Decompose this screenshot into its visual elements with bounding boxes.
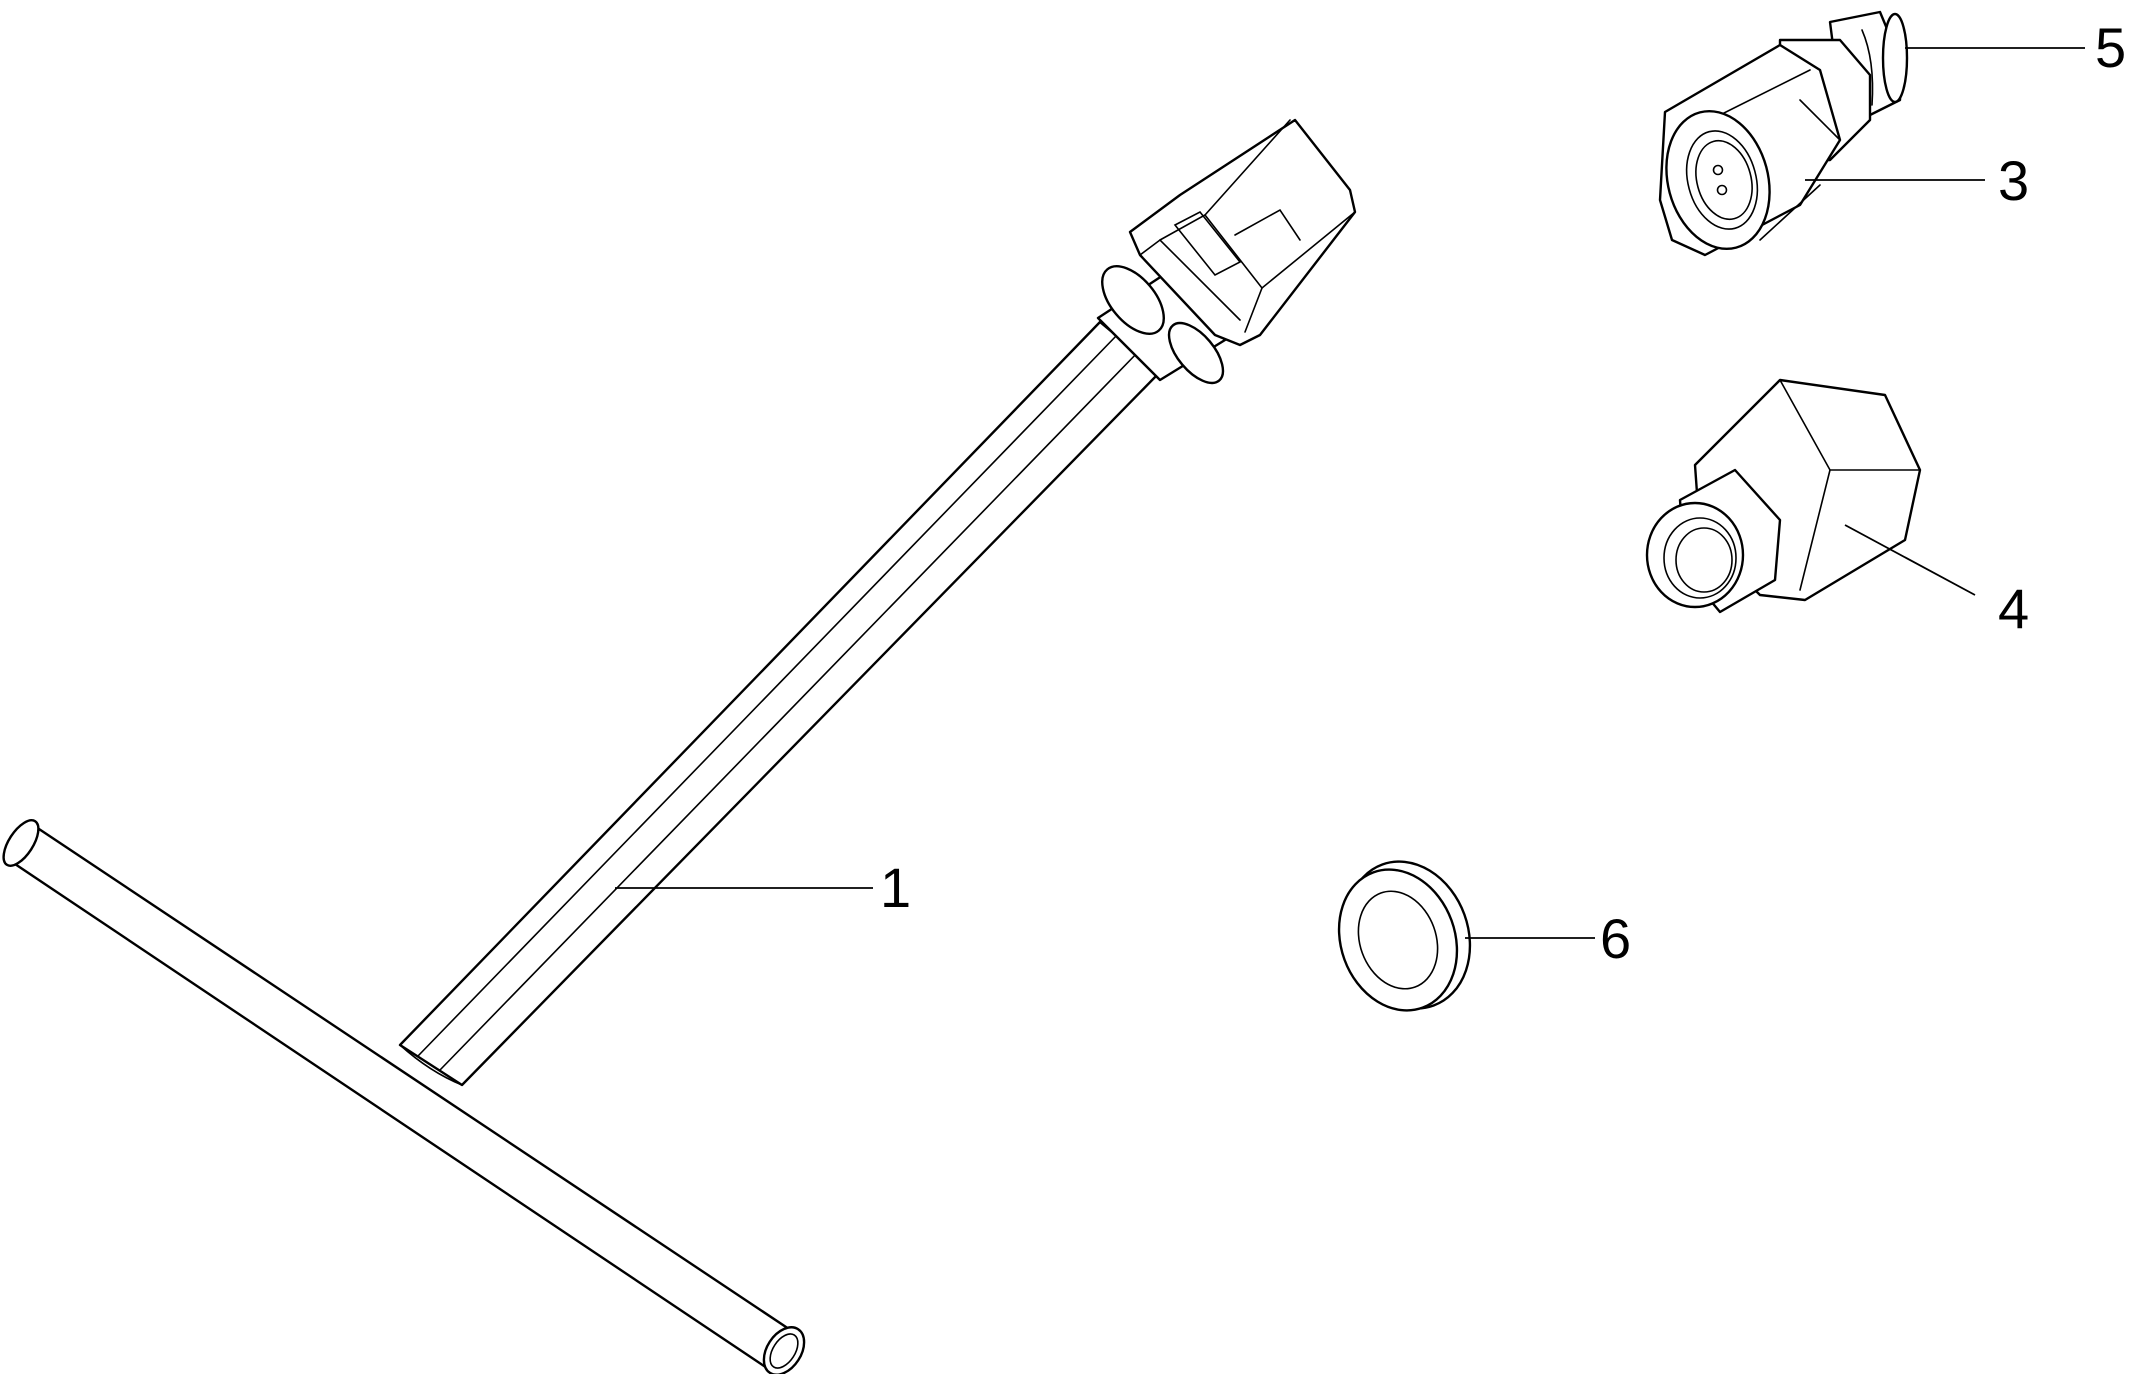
washer-ring bbox=[1337, 860, 1472, 1012]
t-handle-crossbar bbox=[2, 819, 806, 1374]
socket-collar bbox=[1096, 265, 1227, 385]
callout-label-5: 5 bbox=[2095, 16, 2126, 79]
callout-label-1: 1 bbox=[880, 856, 911, 919]
t-handle-wrench bbox=[2, 118, 1357, 1374]
t-handle-shaft bbox=[398, 320, 1162, 1087]
hex-adapter-with-nipple bbox=[1658, 10, 1909, 257]
hex-nut-body bbox=[1658, 43, 1842, 257]
socket-head bbox=[1128, 118, 1357, 347]
nipple-fitting bbox=[1828, 10, 1909, 122]
hex-coupling bbox=[1645, 378, 1922, 614]
leader-line-4 bbox=[1844, 524, 1976, 596]
callout-label-3: 3 bbox=[1998, 149, 2029, 212]
callout-label-4: 4 bbox=[1998, 577, 2029, 640]
callout-label-6: 6 bbox=[1600, 907, 1631, 970]
